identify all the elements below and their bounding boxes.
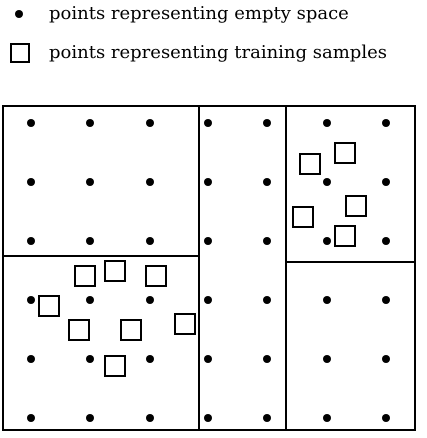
empty-space-dot xyxy=(204,414,212,422)
training-sample-square xyxy=(334,225,356,247)
empty-space-dot xyxy=(382,237,390,245)
empty-space-dot xyxy=(382,355,390,363)
empty-space-dot xyxy=(27,178,35,186)
empty-space-dot xyxy=(263,119,271,127)
empty-space-dot xyxy=(204,119,212,127)
empty-space-dot xyxy=(146,178,154,186)
empty-space-dot xyxy=(323,414,331,422)
empty-space-dot xyxy=(86,178,94,186)
training-sample-square xyxy=(38,295,60,317)
empty-space-dot xyxy=(382,296,390,304)
empty-space-dot xyxy=(86,237,94,245)
empty-space-dot xyxy=(86,355,94,363)
empty-space-dot xyxy=(146,237,154,245)
training-sample-square xyxy=(104,260,126,282)
empty-space-dot xyxy=(204,178,212,186)
empty-space-dot xyxy=(263,355,271,363)
empty-space-dot xyxy=(323,237,331,245)
legend-label-training-samples: points representing training samples xyxy=(49,42,387,63)
training-sample-square xyxy=(292,206,314,228)
empty-space-dot xyxy=(27,296,35,304)
empty-space-dot xyxy=(382,119,390,127)
legend-item-training-samples: points representing training samples xyxy=(0,41,387,65)
empty-space-dot xyxy=(27,119,35,127)
training-sample-square xyxy=(334,142,356,164)
training-sample-points xyxy=(38,142,367,377)
empty-space-dot xyxy=(146,296,154,304)
square-marker-icon xyxy=(10,43,30,63)
empty-space-dot xyxy=(323,355,331,363)
training-sample-square xyxy=(120,319,142,341)
empty-space-dot xyxy=(323,119,331,127)
empty-space-dot xyxy=(27,414,35,422)
empty-space-dot xyxy=(204,296,212,304)
empty-space-dot xyxy=(382,178,390,186)
empty-space-dot xyxy=(382,414,390,422)
empty-space-dot xyxy=(204,237,212,245)
empty-space-dot xyxy=(146,414,154,422)
training-sample-square xyxy=(174,313,196,335)
empty-space-dot xyxy=(86,414,94,422)
empty-space-dot xyxy=(263,178,271,186)
empty-space-dot xyxy=(323,296,331,304)
training-sample-square xyxy=(74,265,96,287)
legend-item-empty-space: points representing empty space xyxy=(0,2,349,26)
partition-lines xyxy=(2,105,416,431)
training-sample-square xyxy=(345,195,367,217)
empty-space-dot xyxy=(27,237,35,245)
empty-space-dot xyxy=(204,355,212,363)
training-sample-square xyxy=(145,265,167,287)
training-sample-square xyxy=(299,153,321,175)
empty-space-dot xyxy=(86,296,94,304)
dot-marker-icon xyxy=(15,10,23,18)
empty-space-dot xyxy=(263,296,271,304)
empty-space-dot xyxy=(146,355,154,363)
legend: points representing empty space points r… xyxy=(0,0,427,80)
empty-space-dot xyxy=(27,355,35,363)
empty-space-dot xyxy=(323,178,331,186)
empty-space-points xyxy=(27,119,390,422)
empty-space-dot xyxy=(146,119,154,127)
outer-boundary xyxy=(2,105,416,431)
empty-space-dot xyxy=(86,119,94,127)
legend-label-empty-space: points representing empty space xyxy=(49,3,349,24)
training-sample-square xyxy=(68,319,90,341)
training-sample-square xyxy=(104,355,126,377)
empty-space-dot xyxy=(263,237,271,245)
empty-space-dot xyxy=(263,414,271,422)
